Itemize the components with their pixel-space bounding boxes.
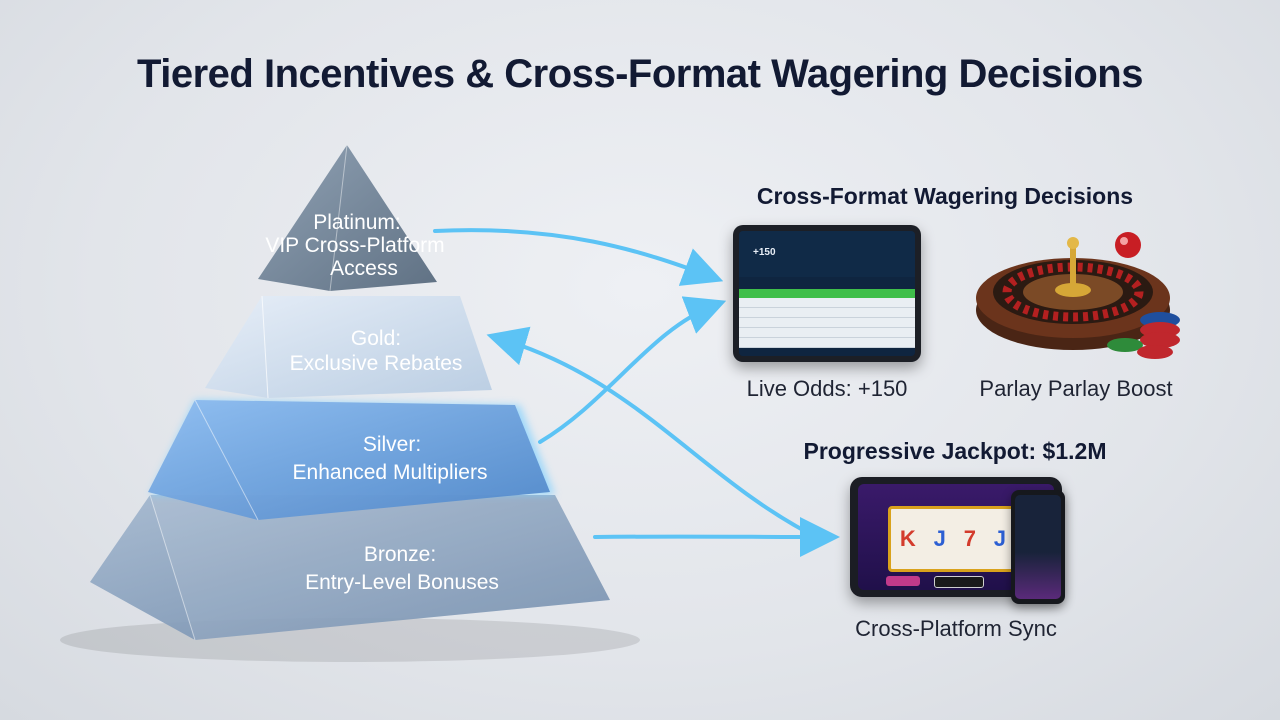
slot-reels: K J 7 J: [888, 506, 1018, 572]
tier-gold-name: Gold:: [351, 327, 401, 350]
tier-silver-benefit: Enhanced Multipliers: [293, 461, 488, 484]
arrow-platinum-to-odds: [433, 228, 724, 286]
page-title: Tiered Incentives & Cross-Format Wagerin…: [137, 52, 1143, 96]
mobile-phone[interactable]: [1011, 490, 1065, 604]
tier-gold: Gold: Exclusive Rebates: [205, 295, 492, 399]
odds-row[interactable]: [739, 308, 915, 318]
mobile-screen: [1015, 495, 1061, 599]
connection-arrows: [433, 228, 840, 557]
tablet-odds-value: +150: [753, 247, 776, 258]
live-odds-caption: Live Odds: +150: [746, 376, 908, 401]
tier-silver: Silver: Enhanced Multipliers: [148, 399, 550, 521]
tier-platinum-name: Platinum:: [313, 211, 401, 234]
odds-row[interactable]: [739, 298, 915, 308]
tablet-header: +150: [739, 231, 915, 277]
tier-bronze-benefit: Entry-Level Bonuses: [305, 571, 499, 594]
tier-bronze-name: Bronze:: [364, 543, 436, 566]
reel-symbol: K: [899, 526, 916, 551]
tier-platinum: Platinum: VIP Cross-Platform Access: [258, 144, 445, 292]
parlay-caption: Parlay Parlay Boost: [979, 376, 1173, 401]
jackpot-heading: Progressive Jackpot: $1.2M: [803, 438, 1107, 464]
arrow-gold-to-slots: [486, 326, 824, 542]
odds-row[interactable]: [739, 328, 915, 338]
reel-symbol: J: [993, 526, 1007, 551]
cross-platform-sync-caption: Cross-Platform Sync: [855, 616, 1057, 641]
slot-spin-button[interactable]: [934, 576, 984, 588]
cross-format-heading: Cross-Format Wagering Decisions: [756, 183, 1134, 209]
odds-table-header: [739, 289, 915, 298]
roulette-wheel-icon: [976, 232, 1180, 359]
tier-platinum-benefit: VIP Cross-Platform: [265, 234, 444, 257]
tier-gold-benefit: Exclusive Rebates: [290, 352, 463, 375]
sportsbook-tablet[interactable]: +150: [733, 225, 921, 362]
odds-row[interactable]: [739, 318, 915, 328]
sportsbook-screen: +150: [739, 231, 915, 356]
arrow-silver-to-odds: [538, 296, 727, 444]
tier-bronze: Bronze: Entry-Level Bonuses: [90, 494, 610, 641]
tier-platinum-benefit-2: Access: [330, 257, 398, 280]
slot-bet-button[interactable]: [886, 576, 920, 586]
tier-silver-name: Silver:: [363, 433, 421, 456]
reel-symbol: J: [933, 526, 946, 551]
reel-symbol: 7: [963, 526, 976, 551]
odds-row[interactable]: [739, 338, 915, 348]
